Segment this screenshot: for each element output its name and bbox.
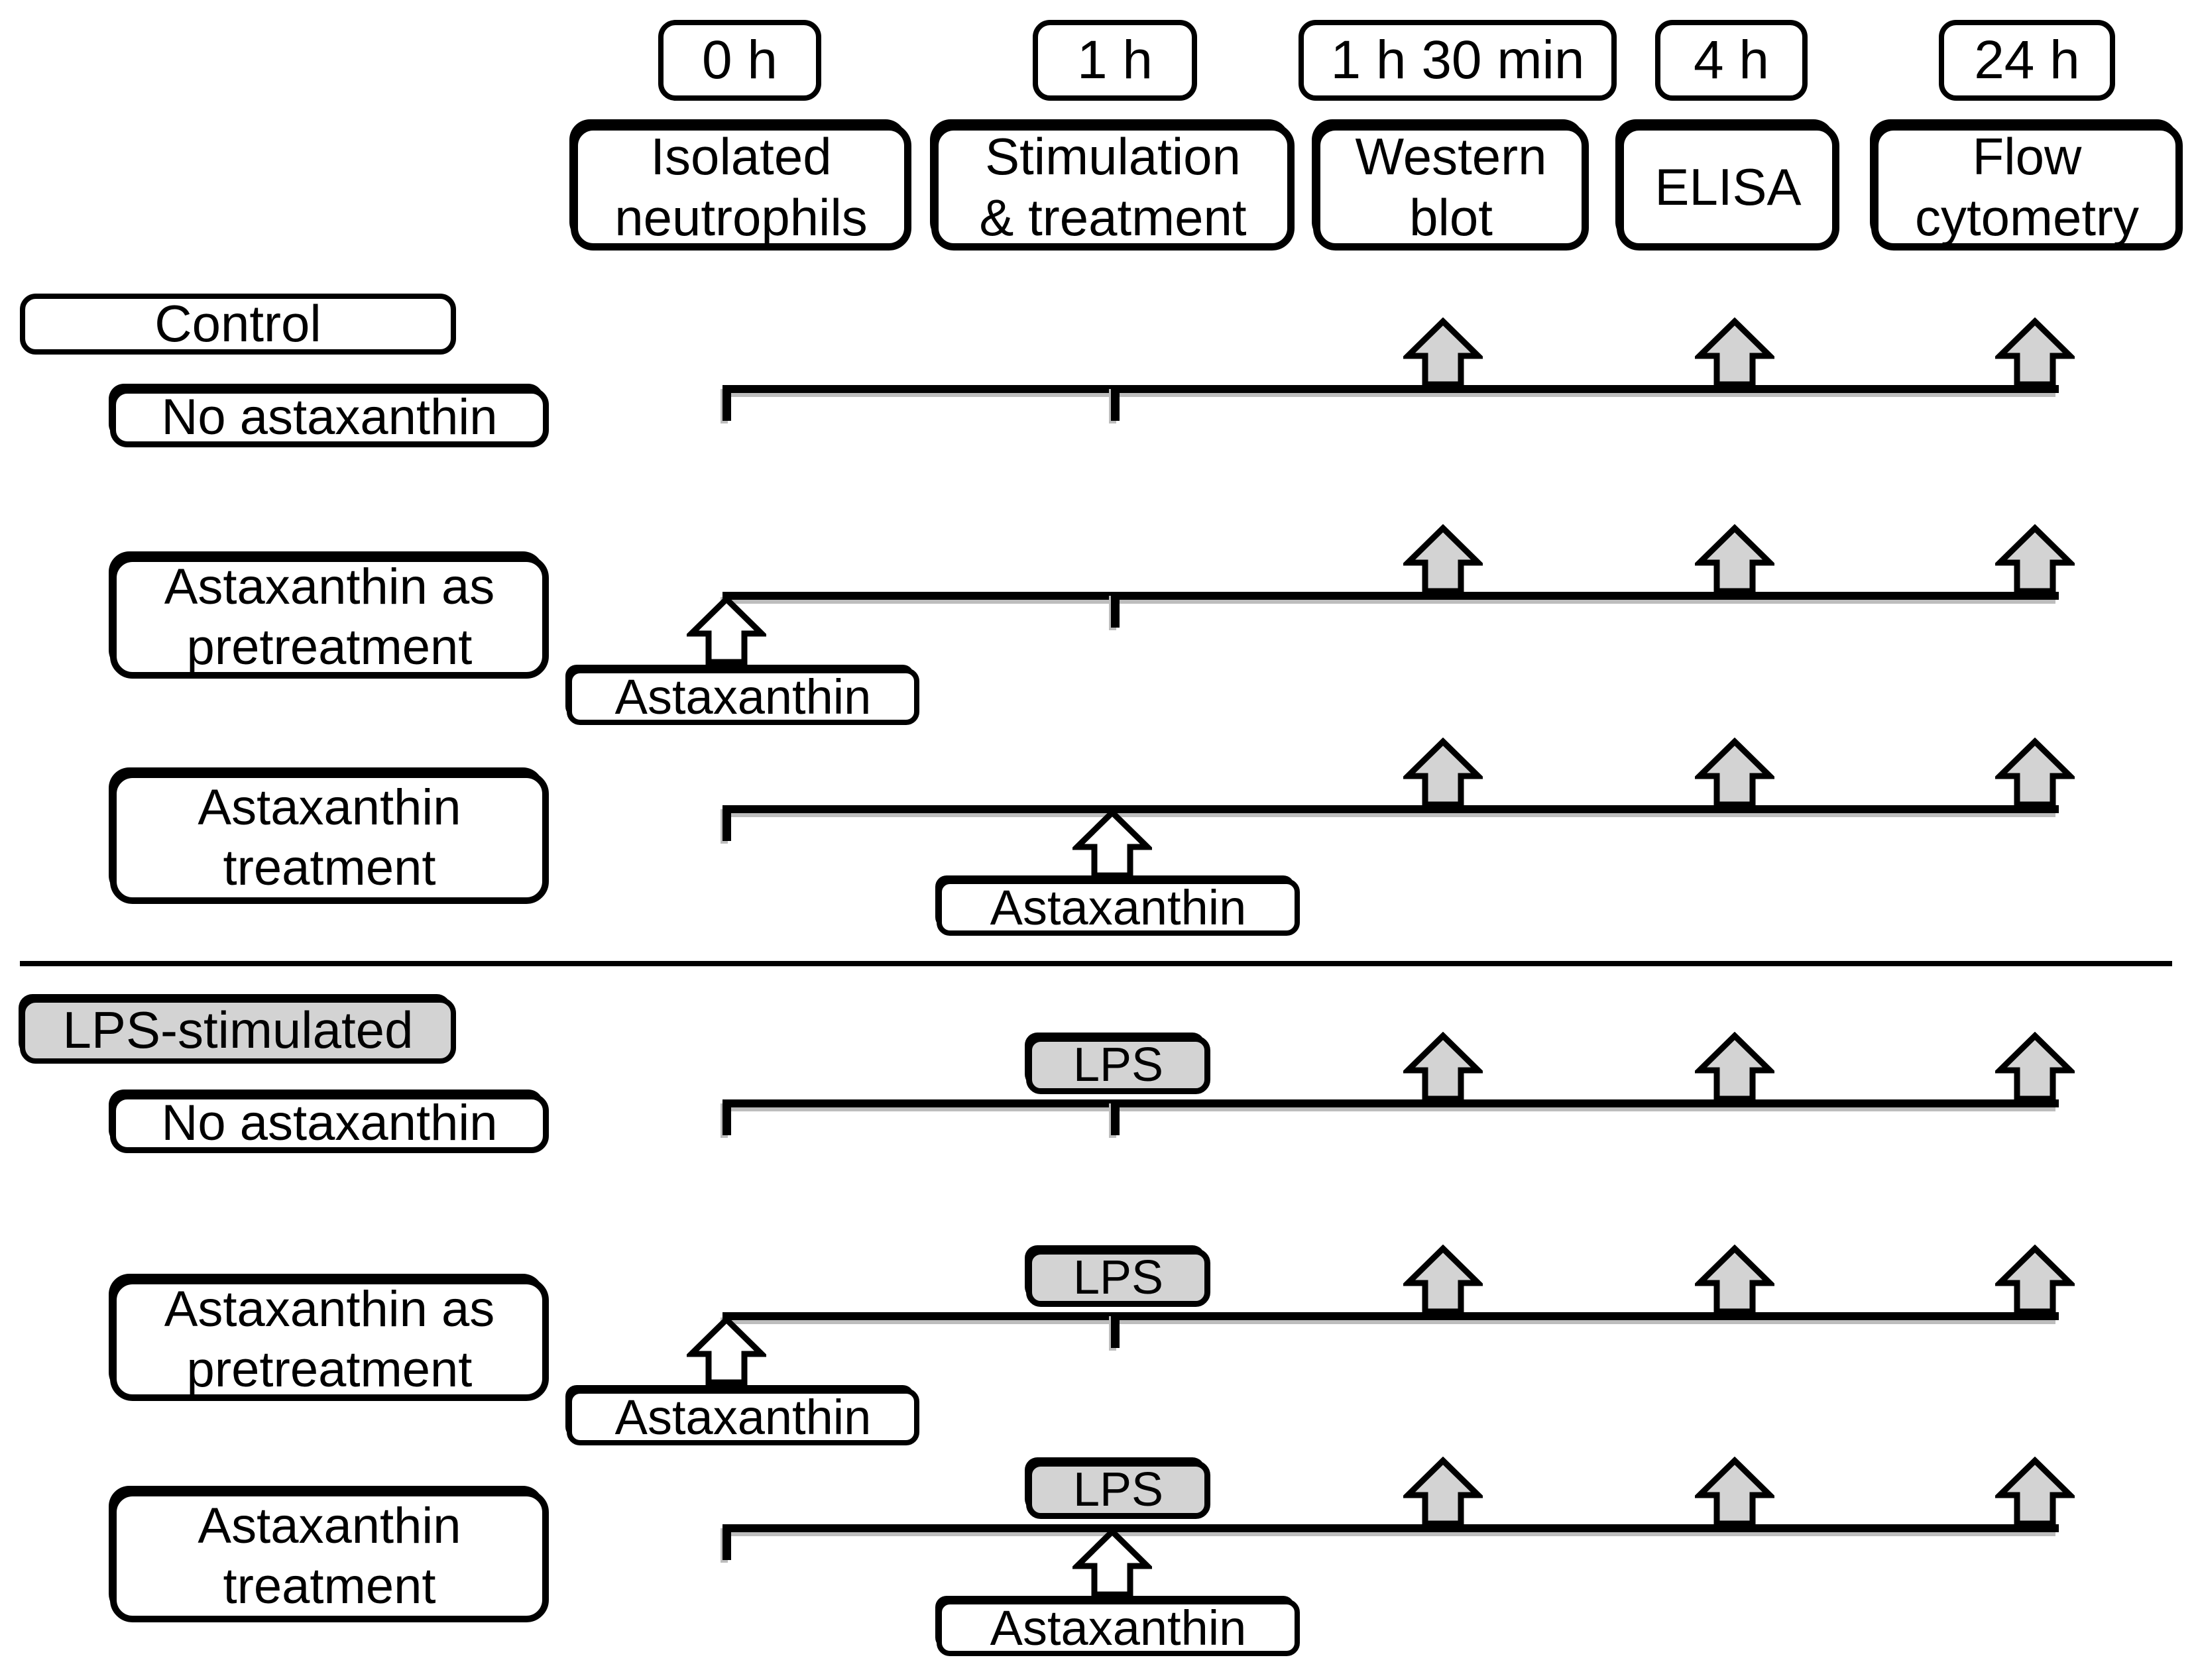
timeline-lps-astaxanthin-treatment <box>722 1524 2059 1532</box>
timeline-control-astaxanthin-treatment <box>722 805 2059 813</box>
sampling-arrow-icon <box>1695 1245 1774 1315</box>
astaxanthin-label-text: Astaxanthin <box>614 669 872 724</box>
row-label-line: Astaxanthin as <box>164 558 495 615</box>
tick-1h <box>1111 1099 1120 1135</box>
treatment-arrow-icon <box>1072 809 1152 879</box>
procedure-line: ELISA <box>1654 157 1802 216</box>
procedure-line: Isolated <box>650 127 832 186</box>
row-label-line: Astaxanthin <box>198 779 461 836</box>
time-label-1h: 1 h <box>1033 20 1197 101</box>
row-label-line: pretreatment <box>186 1341 473 1398</box>
sampling-arrow-icon <box>1995 1457 2075 1527</box>
procedure-line: Stimulation <box>985 127 1241 186</box>
row-label-lps-astaxanthin-pretreatment: Astaxanthin as pretreatment <box>110 1278 549 1401</box>
sampling-arrow-icon <box>1695 317 1774 388</box>
sampling-arrow-icon <box>1995 1245 2075 1315</box>
sampling-arrow-icon <box>1995 317 2075 388</box>
section-title-text: LPS-stimulated <box>62 1001 414 1060</box>
row-label-line: No astaxanthin <box>161 389 498 446</box>
row-label-control-astaxanthin-pretreatment: Astaxanthin as pretreatment <box>110 555 549 679</box>
row-label-control-no-astaxanthin: No astaxanthin <box>110 388 549 447</box>
sampling-arrow-icon <box>1695 1032 1774 1102</box>
section-title-text: Control <box>154 294 321 353</box>
time-label-text: 24 h <box>1974 29 2080 90</box>
timeline-control-no-astaxanthin <box>722 385 2059 393</box>
row-label-line: treatment <box>223 840 436 896</box>
time-label-4h: 4 h <box>1655 20 1808 101</box>
sampling-arrow-icon <box>1403 1245 1483 1315</box>
sampling-arrow-icon <box>1403 738 1483 808</box>
astaxanthin-label-text: Astaxanthin <box>990 1600 1247 1655</box>
sampling-arrow-icon <box>1695 1457 1774 1527</box>
lps-label-text: LPS <box>1072 1038 1164 1092</box>
sampling-arrow-icon <box>1995 1032 2075 1102</box>
lps-label-text: LPS <box>1072 1463 1164 1516</box>
astaxanthin-label-box: Astaxanthin <box>567 668 919 725</box>
section-label-lps-stimulated: LPS-stimulated <box>20 997 456 1064</box>
procedure-box-flow-cytometry: Flow cytometry <box>1871 123 2183 251</box>
treatment-arrow-icon <box>1072 1528 1152 1598</box>
row-label-line: Astaxanthin <box>198 1497 461 1554</box>
sampling-arrow-icon <box>1403 524 1483 594</box>
row-label-line: No astaxanthin <box>161 1095 498 1152</box>
timeline-lps-no-astaxanthin <box>722 1099 2059 1107</box>
time-label-text: 1 h <box>1077 29 1153 90</box>
procedure-line: cytometry <box>1914 188 2140 247</box>
sampling-arrow-icon <box>1695 524 1774 594</box>
astaxanthin-label-text: Astaxanthin <box>614 1389 872 1445</box>
timeline-lps-astaxanthin-pretreatment <box>722 1312 2059 1320</box>
astaxanthin-label-text: Astaxanthin <box>990 879 1247 935</box>
tick-1h <box>1111 1312 1120 1348</box>
time-label-0h: 0 h <box>658 20 821 101</box>
tick-start-0h <box>722 805 731 841</box>
row-label-lps-astaxanthin-treatment: Astaxanthin treatment <box>110 1490 549 1622</box>
time-label-text: 4 h <box>1694 29 1769 90</box>
timeline-control-astaxanthin-pretreatment <box>722 592 2059 600</box>
time-label-24h: 24 h <box>1939 20 2115 101</box>
tick-start-0h <box>722 1524 731 1560</box>
sampling-arrow-icon <box>1995 524 2075 594</box>
section-divider <box>20 961 2172 966</box>
time-label-text: 0 h <box>702 29 778 90</box>
astaxanthin-label-box: Astaxanthin <box>937 1599 1300 1656</box>
time-label-text: 1 h 30 min <box>1330 29 1585 90</box>
procedure-box-elisa: ELISA <box>1617 123 1839 251</box>
procedure-line: Flow <box>1972 127 2082 186</box>
astaxanthin-label-box: Astaxanthin <box>567 1388 919 1445</box>
sampling-arrow-icon <box>1995 738 2075 808</box>
row-label-lps-no-astaxanthin: No astaxanthin <box>110 1093 549 1153</box>
tick-1h <box>1111 592 1120 628</box>
row-label-control-astaxanthin-treatment: Astaxanthin treatment <box>110 771 549 904</box>
procedure-box-stimulation-treatment: Stimulation & treatment <box>931 123 1295 251</box>
lps-label-box: LPS <box>1026 1036 1210 1094</box>
sampling-arrow-icon <box>1403 1457 1483 1527</box>
tick-start-0h <box>722 1099 731 1135</box>
row-label-line: pretreatment <box>186 619 473 675</box>
procedure-line: neutrophils <box>614 188 868 247</box>
procedure-line: & treatment <box>979 188 1247 247</box>
row-label-line: Astaxanthin as <box>164 1280 495 1337</box>
sampling-arrow-icon <box>1695 738 1774 808</box>
procedure-line: Western <box>1355 127 1547 186</box>
lps-label-box: LPS <box>1026 1249 1210 1307</box>
tick-start-0h <box>722 385 731 421</box>
astaxanthin-label-box: Astaxanthin <box>937 879 1300 936</box>
treatment-arrow-icon <box>687 595 766 665</box>
sampling-arrow-icon <box>1403 1032 1483 1102</box>
time-label-1h30min: 1 h 30 min <box>1299 20 1617 101</box>
treatment-arrow-icon <box>687 1316 766 1386</box>
procedure-box-western-blot: Western blot <box>1313 123 1589 251</box>
lps-label-text: LPS <box>1072 1251 1164 1304</box>
tick-1h <box>1111 385 1120 421</box>
procedure-box-isolated-neutrophils: Isolated neutrophils <box>571 123 911 251</box>
section-label-control: Control <box>20 294 456 355</box>
lps-label-box: LPS <box>1026 1461 1210 1519</box>
procedure-line: blot <box>1409 188 1493 247</box>
sampling-arrow-icon <box>1403 317 1483 388</box>
row-label-line: treatment <box>223 1558 436 1614</box>
